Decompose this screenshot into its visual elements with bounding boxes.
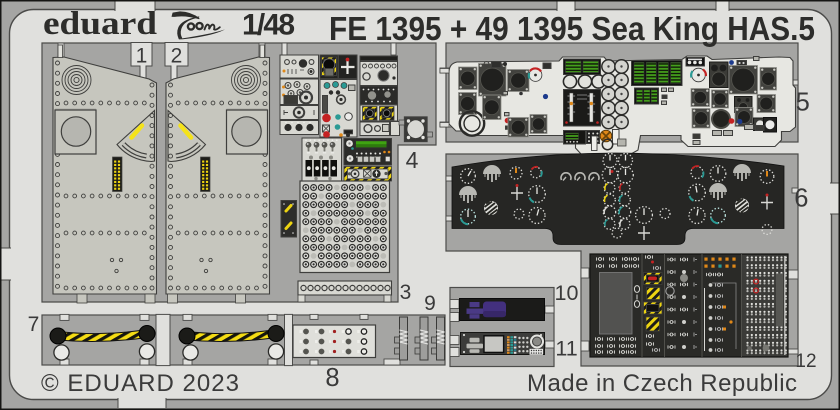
svg-text:4: 4 <box>406 147 419 173</box>
svg-text:8: 8 <box>325 364 339 392</box>
svg-text:1: 1 <box>136 45 148 68</box>
svg-text:12: 12 <box>795 351 816 372</box>
svg-text:6: 6 <box>794 184 808 212</box>
svg-text:1/48: 1/48 <box>242 9 295 42</box>
svg-text:FE 1395 + 49 1395 Sea King HAS: FE 1395 + 49 1395 Sea King HAS.5 <box>329 10 815 47</box>
svg-text:10: 10 <box>555 281 579 305</box>
svg-text:eduard: eduard <box>43 6 157 42</box>
svg-text:7: 7 <box>28 313 40 336</box>
svg-text:2: 2 <box>171 45 183 68</box>
svg-text:3: 3 <box>400 281 412 304</box>
svg-text:5: 5 <box>796 89 810 117</box>
svg-text:9: 9 <box>424 292 436 315</box>
svg-text:© EDUARD 2023: © EDUARD 2023 <box>41 370 239 397</box>
svg-text:Made in Czech Republic: Made in Czech Republic <box>527 370 797 397</box>
svg-text:11: 11 <box>555 337 577 361</box>
